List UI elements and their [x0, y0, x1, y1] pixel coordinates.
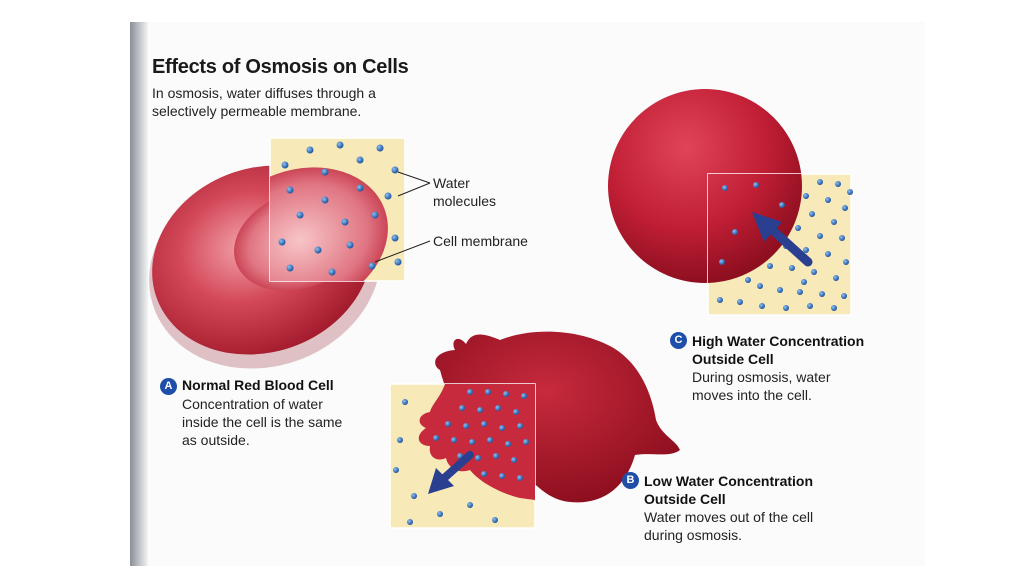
page-edge-shadow [130, 22, 148, 566]
arrow-out-of-cell-icon [428, 451, 474, 494]
water-molecules-a [278, 141, 402, 276]
magnified-view-c [707, 173, 853, 316]
magnified-view-a [269, 137, 431, 282]
badge-a: A [160, 378, 177, 395]
magnified-view-b [389, 383, 536, 529]
badge-b: B [622, 472, 639, 489]
caption-a-text: Concentration of water inside the cell i… [182, 396, 343, 448]
water-molecules-c [717, 179, 853, 311]
shrunken-cell [435, 331, 680, 503]
caption-c-text: During osmosis, water moves into the cel… [692, 369, 831, 403]
diagram-title: Effects of Osmosis on Cells [152, 56, 409, 78]
badge-c: C [670, 332, 687, 349]
water-molecules-b [393, 389, 529, 525]
caption-b-text: Water moves out of the cell during osmos… [644, 509, 814, 543]
arrow-into-cell-icon [752, 212, 813, 267]
diagram-subtitle: In osmosis, water diffuses through a sel… [152, 85, 376, 119]
cell-membrane-label: Cell membrane [433, 233, 528, 249]
water-molecules-label: Water molecules [433, 175, 497, 209]
